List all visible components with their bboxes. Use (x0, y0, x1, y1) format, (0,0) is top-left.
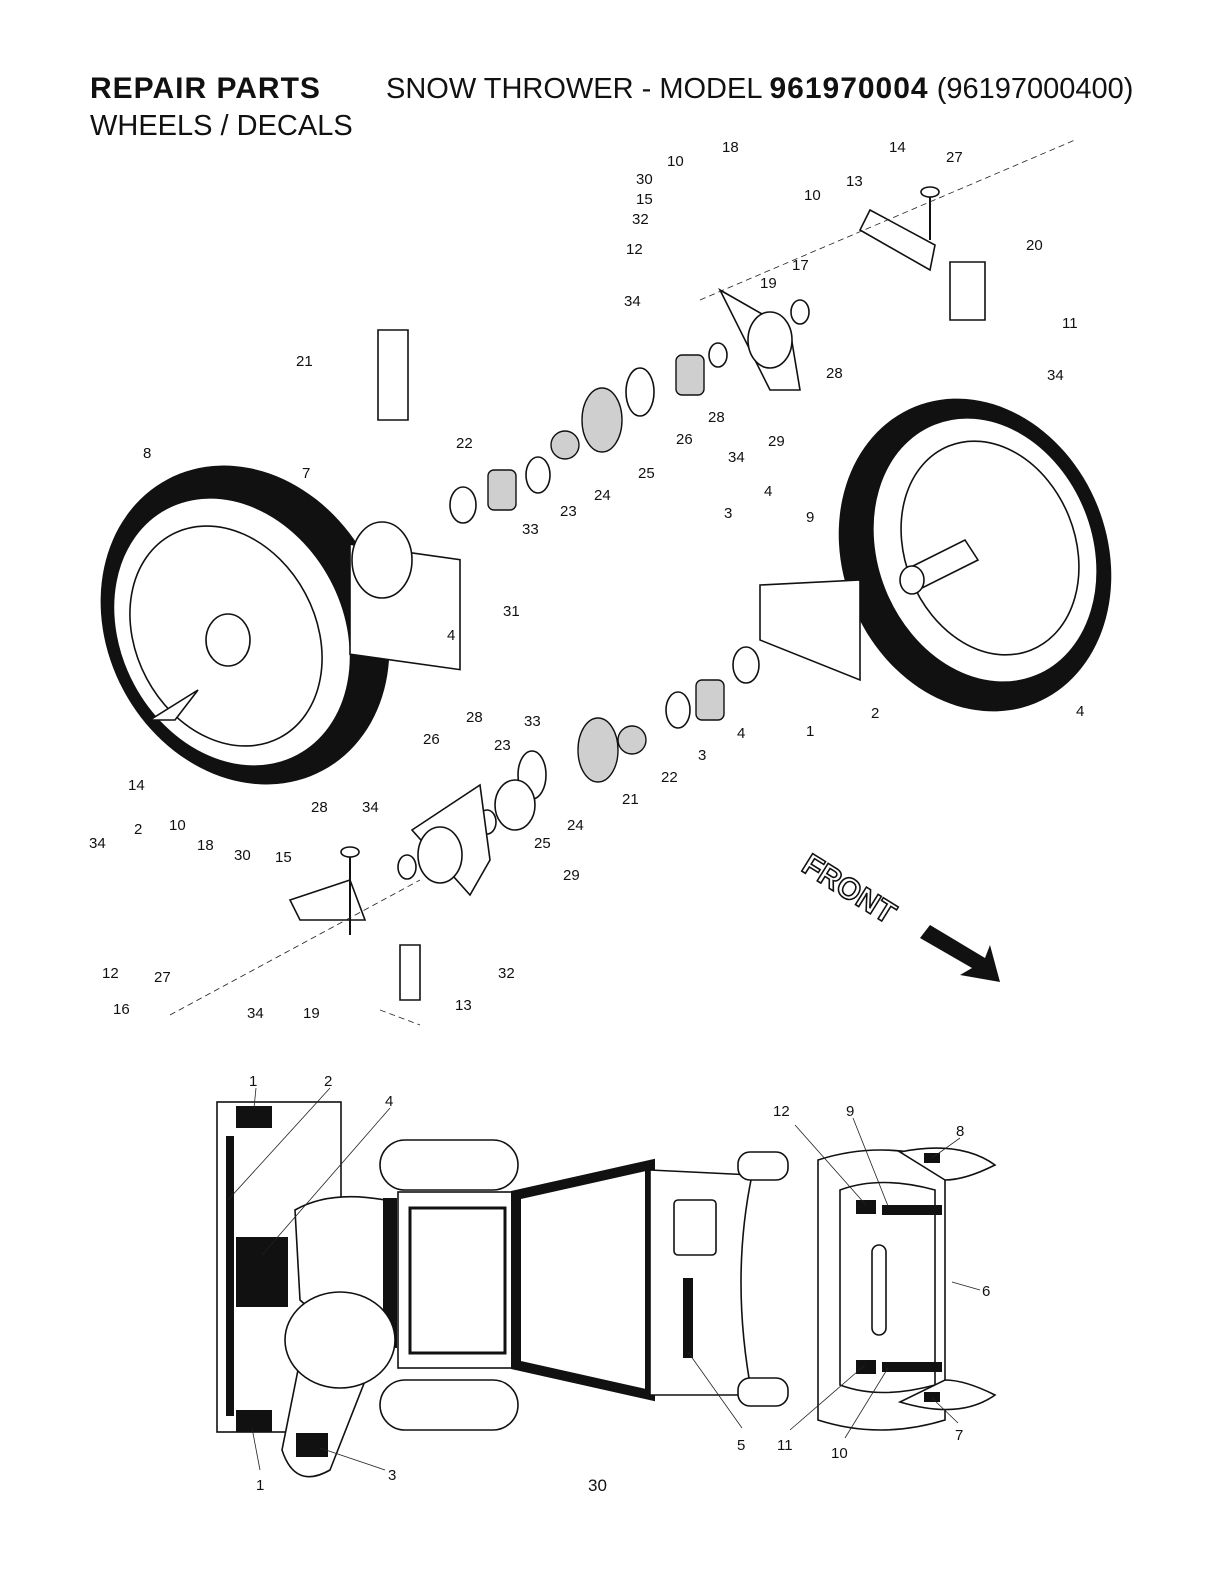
wheel-callout-9: 9 (806, 509, 814, 526)
front-label: FRONT (796, 848, 901, 931)
wheel-callout-22: 22 (661, 769, 678, 786)
wheel-callout-28: 28 (708, 409, 725, 426)
wheel-callout-30: 30 (636, 171, 653, 188)
wheel-callout-34: 34 (247, 1005, 264, 1022)
front-arrow: FRONT (796, 848, 1000, 982)
wheel-callout-30: 30 (234, 847, 251, 864)
decal-callout-4: 4 (385, 1093, 393, 1110)
wheel-callout-10: 10 (169, 817, 186, 834)
decal-callout-1: 1 (249, 1073, 257, 1090)
wheel-callout-2: 2 (871, 705, 879, 722)
wheel-callout-22: 22 (456, 435, 473, 452)
wheel-callout-23: 23 (560, 503, 577, 520)
wheel-callout-33: 33 (522, 521, 539, 538)
wheel-callout-14: 14 (128, 777, 145, 794)
wheel-callout-10: 10 (804, 187, 821, 204)
wheel-callout-32: 32 (498, 965, 515, 982)
wheel-callout-2: 2 (134, 821, 142, 838)
decal-callout-8: 8 (956, 1123, 964, 1140)
wheel-callout-28: 28 (311, 799, 328, 816)
wheel-callout-32: 32 (632, 211, 649, 228)
wheel-callout-4: 4 (447, 627, 455, 644)
wheel-callout-20: 20 (1026, 237, 1043, 254)
decal-callout-10: 10 (831, 1445, 848, 1462)
decal-callout-7: 7 (955, 1427, 963, 1444)
decal-callout-3: 3 (388, 1467, 396, 1484)
wheel-callout-8: 8 (143, 445, 151, 462)
wheels-exploded-view (46, 140, 1158, 1025)
wheel-callout-17: 17 (792, 257, 809, 274)
decal-callout-12: 12 (773, 1103, 790, 1120)
wheel-callout-3: 3 (724, 505, 732, 522)
wheel-callout-7: 7 (302, 465, 310, 482)
wheel-callout-11: 11 (1062, 315, 1078, 332)
wheel-callout-26: 26 (676, 431, 693, 448)
right-wheel (793, 357, 1158, 753)
wheel-callout-3: 3 (698, 747, 706, 764)
wheel-callout-10: 10 (667, 153, 684, 170)
wheel-callout-15: 15 (275, 849, 292, 866)
wheel-callout-33: 33 (524, 713, 541, 730)
wheel-callout-19: 19 (303, 1005, 320, 1022)
decal-callout-5: 5 (737, 1437, 745, 1454)
wheel-callout-4: 4 (737, 725, 745, 742)
wheel-callout-18: 18 (722, 139, 739, 156)
wheel-callout-1: 1 (806, 723, 814, 740)
wheel-callout-34: 34 (728, 449, 745, 466)
decal-callout-11: 11 (777, 1437, 793, 1454)
wheel-callout-18: 18 (197, 837, 214, 854)
wheel-callout-16: 16 (113, 1001, 130, 1018)
wheel-callout-15: 15 (636, 191, 653, 208)
wheel-callout-29: 29 (768, 433, 785, 450)
wheel-callout-21: 21 (296, 353, 313, 370)
wheel-callout-12: 12 (102, 965, 119, 982)
wheel-callout-34: 34 (362, 799, 379, 816)
wheel-callout-13: 13 (455, 997, 472, 1014)
page-number: 30 (588, 1476, 607, 1496)
wheel-callout-12: 12 (626, 241, 643, 258)
decal-callout-1: 1 (256, 1477, 264, 1494)
wheel-callout-14: 14 (889, 139, 906, 156)
wheel-callout-19: 19 (760, 275, 777, 292)
wheel-callout-26: 26 (423, 731, 440, 748)
wheel-callout-31: 31 (503, 603, 520, 620)
decals-top-view (217, 1102, 995, 1477)
wheel-callout-28: 28 (466, 709, 483, 726)
wheel-callout-29: 29 (563, 867, 580, 884)
wheel-callout-28: 28 (826, 365, 843, 382)
wheel-callout-21: 21 (622, 791, 639, 808)
wheel-callout-4: 4 (764, 483, 772, 500)
wheel-callout-24: 24 (567, 817, 584, 834)
decal-callout-6: 6 (982, 1283, 990, 1300)
wheel-callout-34: 34 (624, 293, 641, 310)
wheel-callout-25: 25 (638, 465, 655, 482)
wheel-callout-24: 24 (594, 487, 611, 504)
decal-callout-9: 9 (846, 1103, 854, 1120)
wheel-callout-23: 23 (494, 737, 511, 754)
wheel-callout-34: 34 (1047, 367, 1064, 384)
wheel-callout-27: 27 (154, 969, 171, 986)
wheel-callout-34: 34 (89, 835, 106, 852)
wheel-callout-27: 27 (946, 149, 963, 166)
wheel-callout-13: 13 (846, 173, 863, 190)
decal-callout-2: 2 (324, 1073, 332, 1090)
wheel-callout-4: 4 (1076, 703, 1084, 720)
wheel-callout-25: 25 (534, 835, 551, 852)
